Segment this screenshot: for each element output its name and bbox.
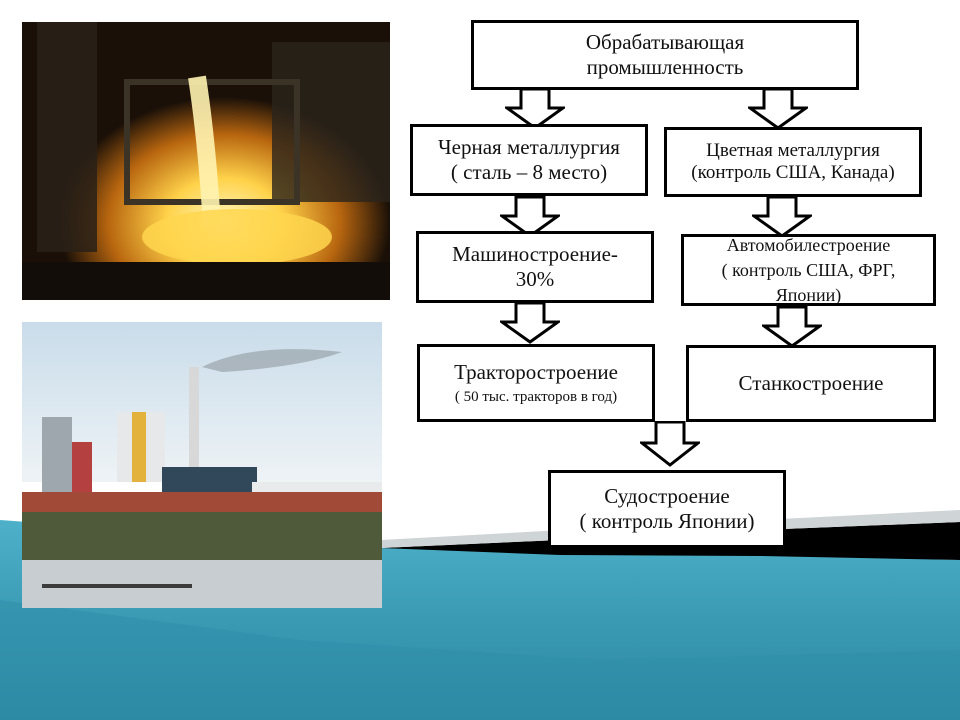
arrow-to-shipbuilding bbox=[640, 421, 700, 467]
machinery-line-1: Машиностроение- bbox=[452, 242, 618, 267]
industrial-plant-photo bbox=[22, 322, 382, 608]
root-line-2: промышленность bbox=[586, 55, 744, 79]
box-automotive: Автомобилестроение ( контроль США, ФРГ, … bbox=[681, 234, 936, 306]
machinery-line-2: 30% bbox=[515, 267, 555, 291]
tractor-line-1: Тракторостроение bbox=[454, 359, 618, 384]
tractor-line-2: ( 50 тыс. тракторов в год) bbox=[454, 388, 618, 405]
ferrous-line-2: ( сталь – 8 место) bbox=[450, 160, 608, 184]
box-ferrous-metallurgy: Черная металлургия ( сталь – 8 место) bbox=[410, 124, 648, 196]
box-manufacturing-industry: Обрабатывающая промышленность bbox=[471, 20, 859, 90]
molten-metal-photo bbox=[22, 22, 390, 300]
auto-line-1: Автомобилестроение bbox=[726, 235, 891, 255]
box-nonferrous-metallurgy: Цветная металлургия (контроль США, Канад… bbox=[664, 127, 922, 197]
box-machine-tool-building: Станкостроение bbox=[686, 345, 936, 422]
arrow-nonferrous-to-auto bbox=[752, 196, 812, 238]
arrow-auto-to-machinetool bbox=[762, 306, 822, 348]
arrow-ferrous-to-machinery bbox=[500, 196, 560, 238]
arrow-root-to-nonferrous bbox=[748, 88, 808, 130]
auto-line-3: Японии) bbox=[775, 285, 842, 306]
shipbuilding-line-2: ( контроль Японии) bbox=[579, 509, 755, 533]
box-machine-building: Машиностроение- 30% bbox=[416, 231, 654, 303]
root-line-1: Обрабатывающая bbox=[585, 30, 745, 55]
machinetool-line-1: Станкостроение bbox=[738, 371, 884, 396]
nonferrous-line-2: (контроль США, Канада) bbox=[691, 162, 895, 183]
ocean-highlight bbox=[0, 600, 960, 720]
box-tractor-building: Тракторостроение ( 50 тыс. тракторов в г… bbox=[417, 344, 655, 422]
arrow-machinery-to-tractor bbox=[500, 302, 560, 344]
arrow-root-to-ferrous bbox=[505, 88, 565, 130]
ferrous-line-1: Черная металлургия bbox=[438, 135, 620, 160]
shipbuilding-line-1: Судостроение bbox=[604, 484, 730, 509]
auto-line-2: ( контроль США, ФРГ, bbox=[721, 260, 896, 281]
box-shipbuilding: Судостроение ( контроль Японии) bbox=[548, 470, 786, 548]
nonferrous-line-1: Цветная металлургия bbox=[706, 139, 880, 161]
